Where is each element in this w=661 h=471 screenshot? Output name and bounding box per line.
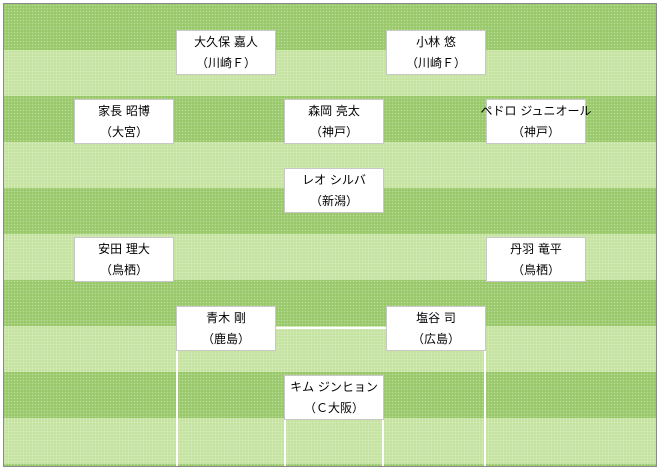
player-name: 塩谷 司	[416, 311, 456, 325]
player-team: （鳥栖）	[511, 263, 560, 277]
penalty-area	[176, 327, 486, 466]
player-name: キム ジンヒョン	[290, 380, 378, 394]
player-name: ペドロ ジュニオール	[480, 104, 592, 118]
player-team: （広島）	[411, 332, 460, 346]
player-name: 森岡 亮太	[308, 104, 360, 118]
player-name: 安田 理大	[98, 242, 150, 256]
player-team: （川崎Ｆ）	[195, 56, 256, 70]
player-card-leo-silva: レオ シルバ （新潟）	[284, 168, 384, 213]
player-name: 丹羽 竜平	[510, 242, 562, 256]
player-team: （鳥栖）	[99, 263, 148, 277]
player-team: （神戸）	[511, 125, 560, 139]
player-card-yasuda: 安田 理大 （鳥栖）	[74, 237, 174, 282]
player-name: 青木 剛	[206, 311, 246, 325]
player-card-pedro: ペドロ ジュニオール （神戸）	[481, 99, 591, 144]
player-card-kobayashi: 小林 悠 （川崎Ｆ）	[386, 30, 486, 75]
player-name: 小林 悠	[416, 35, 456, 49]
player-card-aoki: 青木 剛 （鹿島）	[176, 306, 276, 351]
player-card-niwa: 丹羽 竜平 （鳥栖）	[486, 237, 586, 282]
player-name: 家長 昭博	[98, 104, 150, 118]
player-team: （神戸）	[309, 125, 358, 139]
player-name: レオ シルバ	[302, 173, 366, 187]
player-card-ienaga: 家長 昭博 （大宮）	[74, 99, 174, 144]
player-team: （新潟）	[309, 194, 358, 208]
player-team: （大宮）	[99, 125, 148, 139]
player-name: 大久保 嘉人	[194, 35, 258, 49]
player-team: （鹿島）	[201, 332, 250, 346]
soccer-pitch: 大久保 嘉人 （川崎Ｆ） 小林 悠 （川崎Ｆ） 家長 昭博 （大宮） 森岡 亮太…	[3, 3, 657, 467]
player-card-kim: キム ジンヒョン （Ｃ大阪）	[284, 375, 384, 420]
player-team: （川崎Ｆ）	[405, 56, 466, 70]
player-team: （Ｃ大阪）	[303, 401, 364, 415]
goal-area	[284, 416, 384, 466]
player-card-shioya: 塩谷 司 （広島）	[386, 306, 486, 351]
player-card-okubo: 大久保 嘉人 （川崎Ｆ）	[176, 30, 276, 75]
player-card-morioka: 森岡 亮太 （神戸）	[284, 99, 384, 144]
